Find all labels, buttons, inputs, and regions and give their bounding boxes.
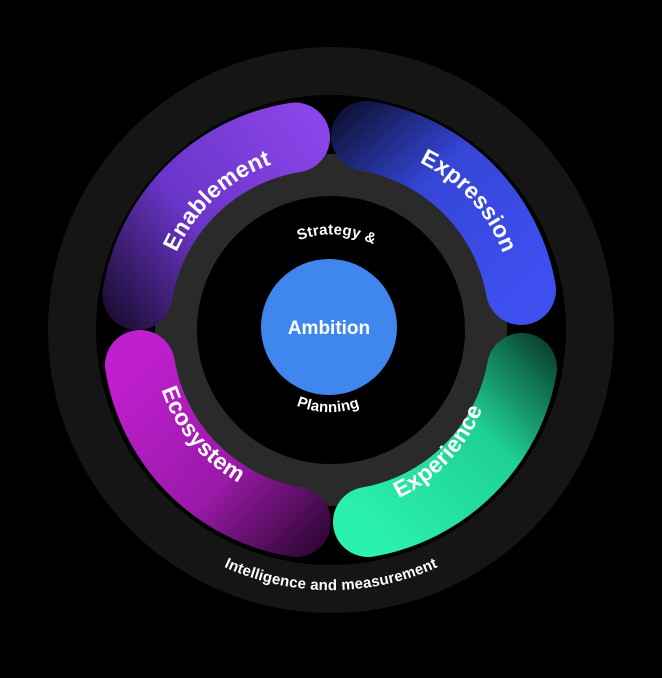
track-ring [155, 154, 507, 506]
inner-ring-bottom-label: Planning [295, 393, 361, 416]
segment-experience [333, 333, 557, 557]
center-label: Ambition [288, 318, 370, 339]
center-circle [261, 259, 397, 395]
segment-expression [331, 101, 556, 325]
segment-ecosystem [105, 330, 331, 557]
segment-enablement [102, 102, 330, 330]
